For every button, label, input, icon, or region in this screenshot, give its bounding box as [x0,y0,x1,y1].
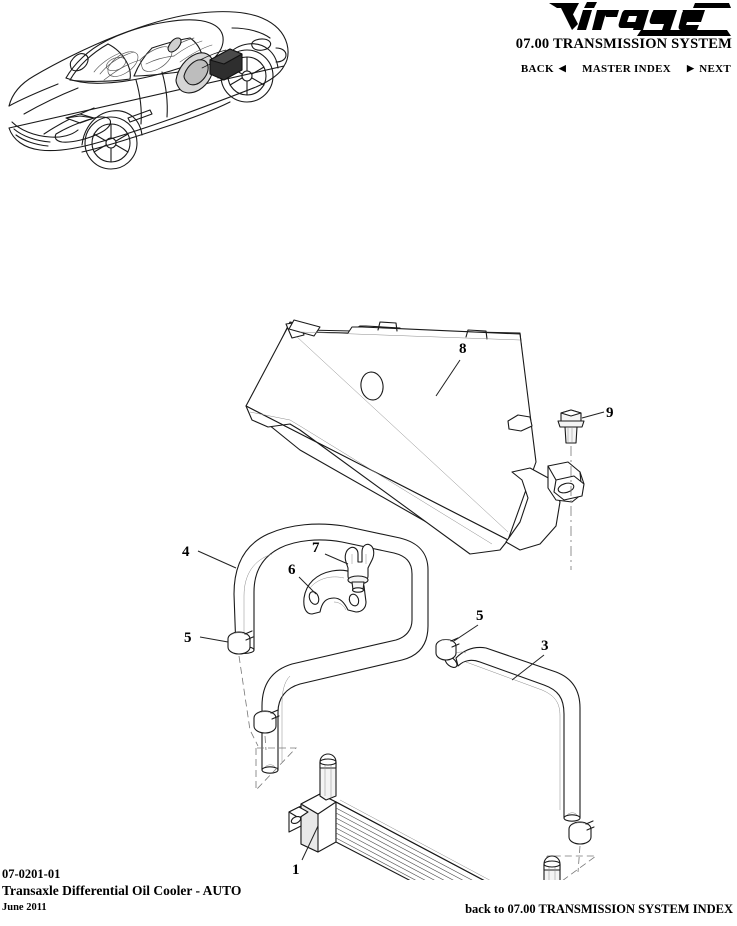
master-index-link[interactable]: MASTER INDEX [582,63,671,75]
next-arrow-icon[interactable]: ▶ [687,63,695,73]
part-oil-cooler-hose-outlet [444,646,581,822]
leader-line-6 [298,576,317,595]
part-oil-cooler-core [288,753,561,880]
part-heat-shield [245,319,585,555]
vehicle-thumbnail [4,2,294,174]
leader-line-1 [301,825,319,861]
page-footer: 07-0201-01 Transaxle Differential Oil Co… [0,862,737,926]
back-arrow-icon[interactable]: ◀ [558,63,567,73]
part-hose-clamp-upper-left [227,630,254,655]
navigation-bar: BACK ◀ MASTER INDEX ▶ NEXT [521,63,731,75]
leader-line-8 [435,359,461,397]
publication-date: June 2011 [2,902,47,913]
part-oil-cooler-hose-inlet [233,523,429,774]
part-code: 07-0201-01 [2,867,61,881]
part-hose-clamp-lower-right [568,820,595,845]
callout-5-right: 5 [476,608,484,624]
callout-9: 9 [606,405,614,421]
leader-line-5-right [453,624,479,642]
callout-7: 7 [312,540,320,556]
callout-4: 4 [182,544,190,560]
part-hose-clamp-lower-left [253,709,280,734]
callout-8: 8 [459,341,467,357]
part-hose-clamp-upper-right [435,637,460,661]
callout-5-left: 5 [184,630,192,646]
virage-logo [545,0,731,36]
leader-line-7 [324,553,349,565]
leader-line-3 [511,654,545,681]
part-hose-retaining-clip [344,543,375,593]
back-link[interactable]: BACK [520,63,554,75]
leader-line-5-left [199,636,229,643]
leader-line-9 [581,411,605,419]
section-index-link[interactable]: back to 07.00 TRANSMISSION SYSTEM INDEX [465,902,733,916]
page-title: 07.00 TRANSMISSION SYSTEM [515,36,732,52]
exploded-parts-diagram: 8 9 [0,150,737,880]
next-link[interactable]: NEXT [699,63,731,75]
leader-line-4 [197,550,237,569]
callout-3: 3 [541,638,549,654]
part-flange-bolt [557,409,585,444]
part-name: Transaxle Differential Oil Cooler - AUTO [2,883,242,898]
callout-6: 6 [288,562,296,578]
callout-1: 1 [292,862,300,878]
